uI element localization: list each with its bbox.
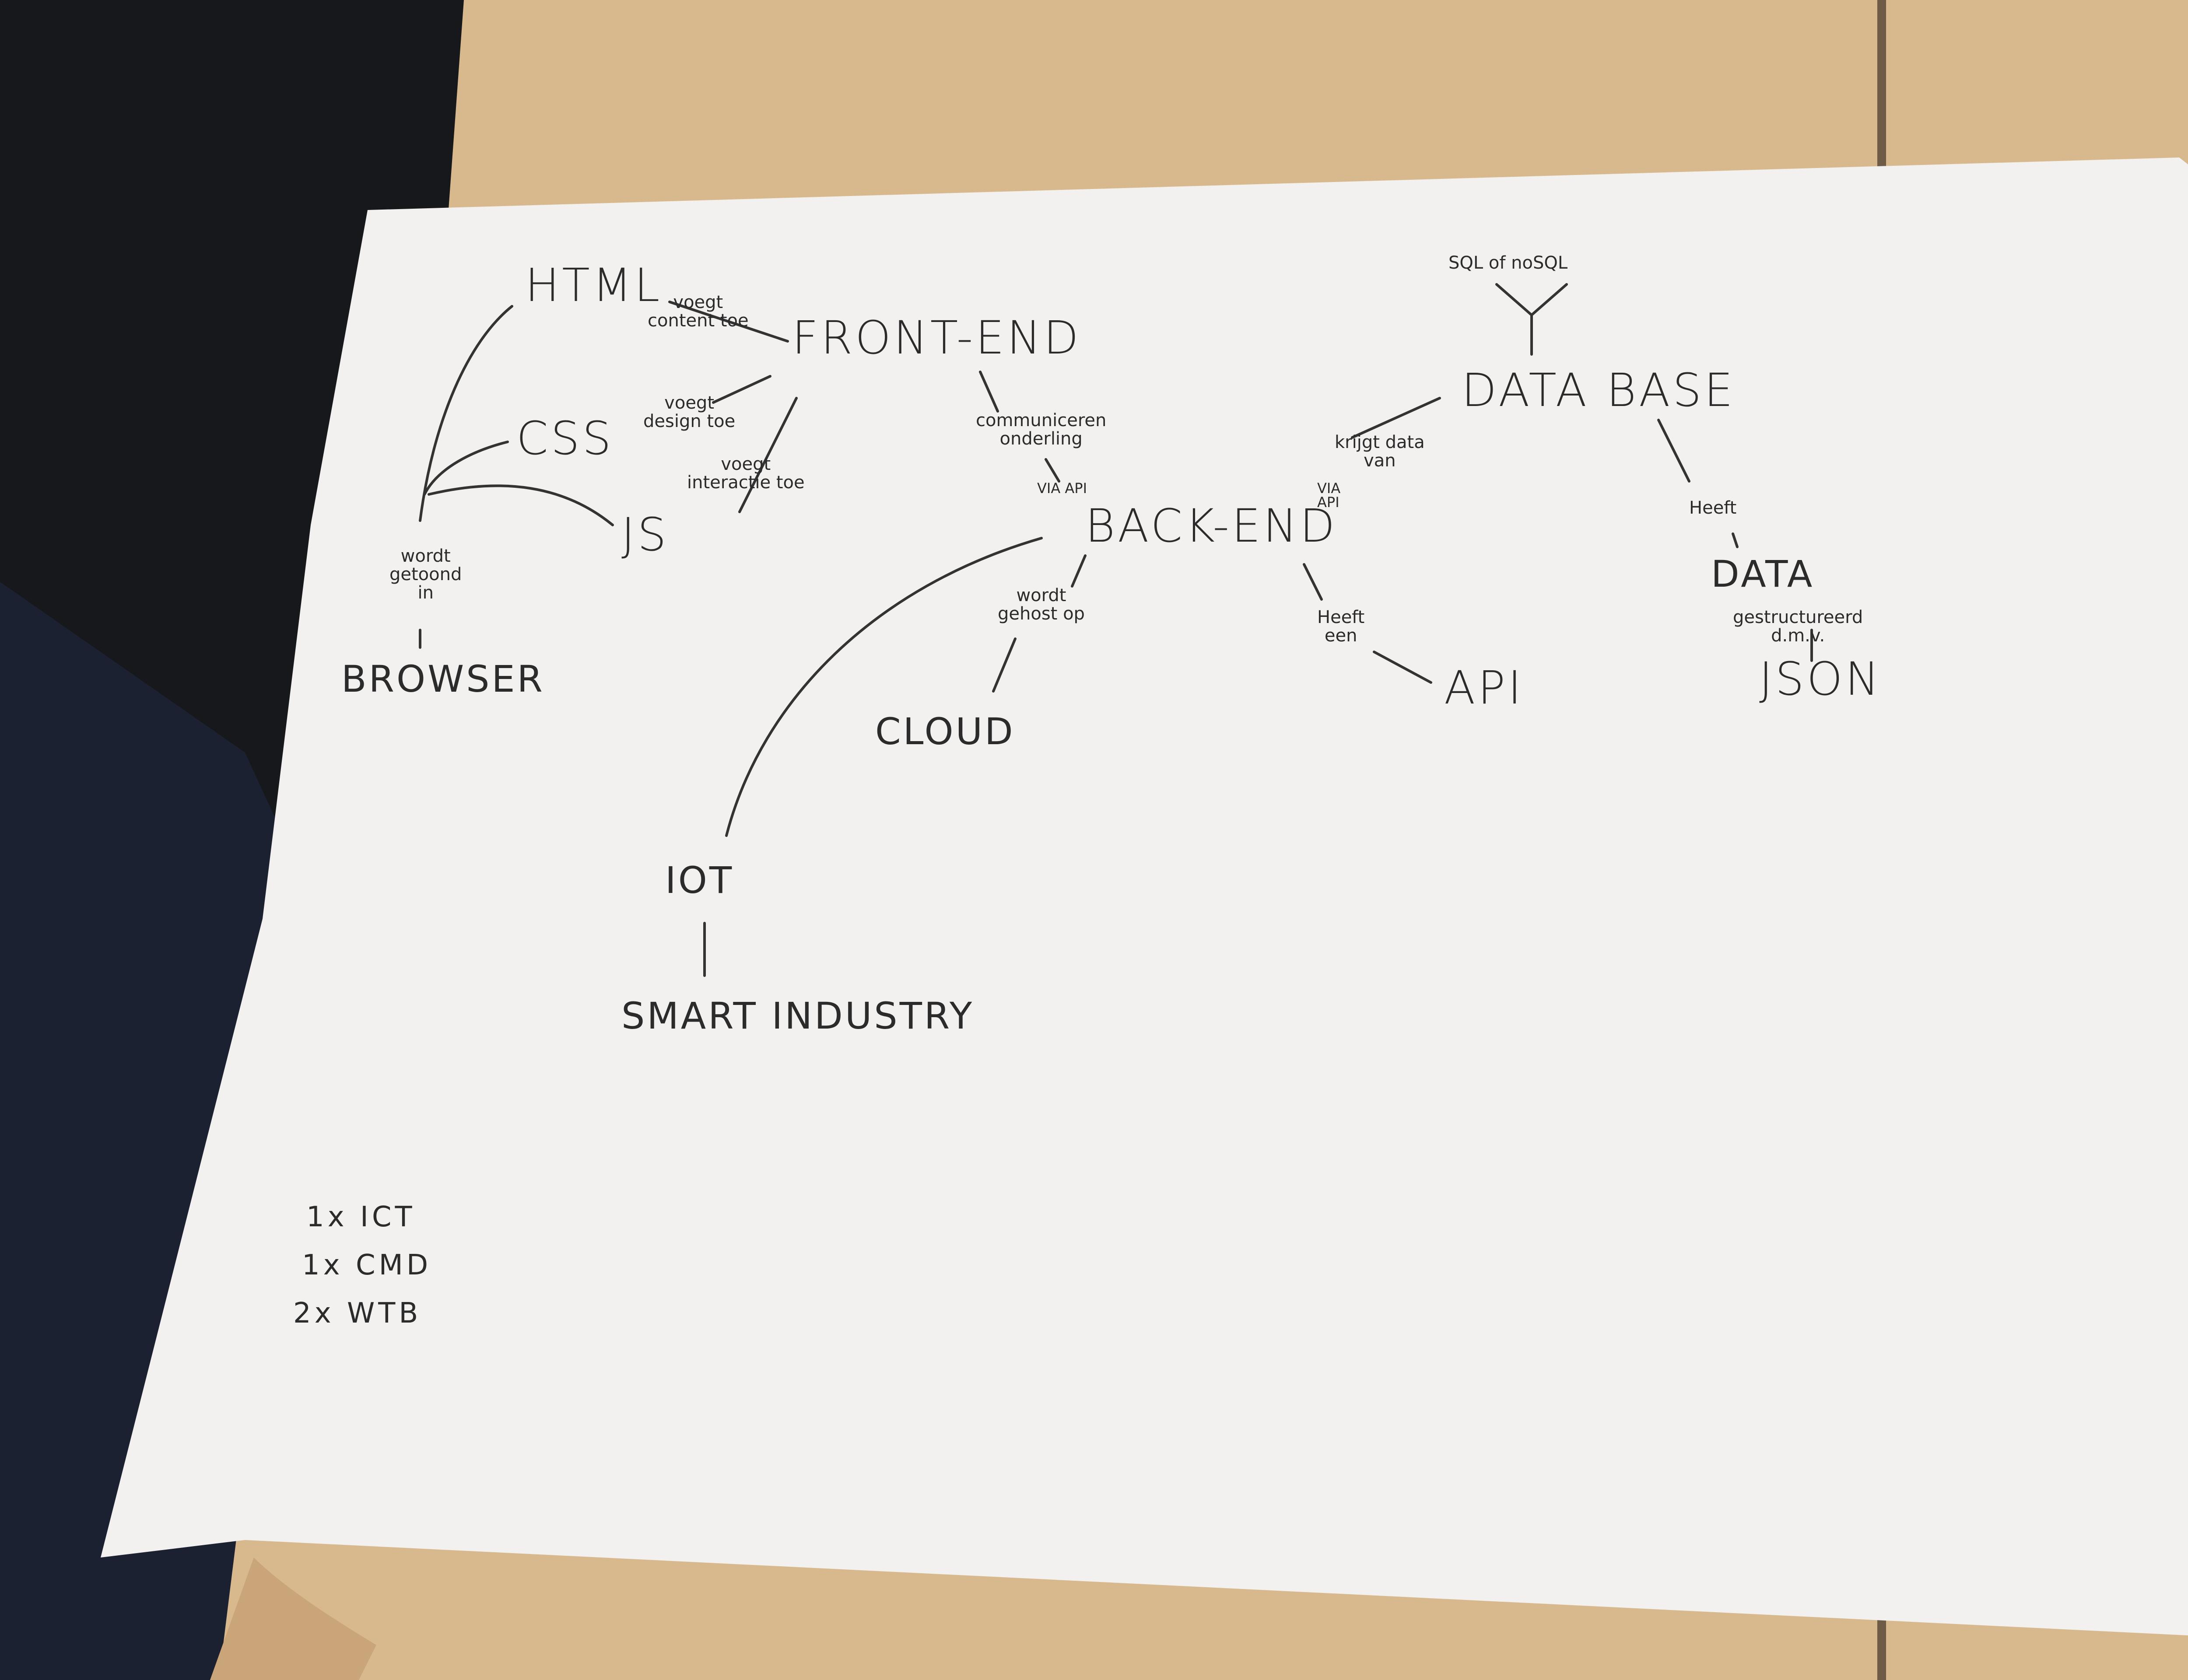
- edge-label-line: gehost op: [998, 604, 1085, 624]
- node-smart-industry: SMART INDUSTRY: [621, 994, 975, 1037]
- legend-row: 2x WTB: [293, 1299, 421, 1327]
- edge-label-browser: wordt getoond in: [389, 547, 462, 602]
- legend-label: CMD: [355, 1249, 432, 1281]
- edge-label-line: API: [1317, 494, 1339, 511]
- line-backend-api-1: [1303, 563, 1323, 601]
- node-css: CSS: [516, 412, 614, 465]
- edge-label-line: voegt: [721, 454, 771, 474]
- node-database: DATA BASE: [1462, 364, 1736, 417]
- line-backend-api-2: [1373, 651, 1432, 684]
- paper-sheet: [101, 158, 2188, 1636]
- line-css-frontend: [712, 375, 771, 404]
- node-api: API: [1444, 661, 1524, 714]
- legend-row: 1x ICT: [306, 1203, 416, 1231]
- line-backend-database: [1351, 397, 1441, 439]
- edge-label-back-db: krijgt data van: [1335, 433, 1425, 470]
- edge-label-line: van: [1364, 451, 1396, 471]
- legend-count: 1x: [306, 1201, 348, 1233]
- legend-count: 2x: [293, 1297, 335, 1330]
- edge-label-js-frontend: voegt interactie toe: [687, 455, 805, 492]
- line-backend-cloud-2: [992, 637, 1017, 693]
- line-backend-cloud-1: [1071, 554, 1087, 588]
- line-backend-iot: [725, 537, 1043, 837]
- legend-count: 1x: [302, 1249, 344, 1281]
- edge-label-line: gestructureerd: [1733, 607, 1863, 627]
- line-js-frontend: [738, 397, 798, 513]
- connector-lines: [419, 283, 1813, 977]
- edge-label-via-api-2: VIA API: [1317, 481, 1340, 509]
- edge-label-line: d.m.v.: [1771, 626, 1825, 646]
- node-sql: SQL of noSQL: [1448, 253, 1568, 273]
- line-data-arrow: [1732, 532, 1739, 548]
- hand: [210, 1558, 376, 1680]
- legend-label: WTB: [347, 1297, 422, 1330]
- node-iot: IOT: [665, 859, 734, 902]
- edge-label-css-frontend: voegt design toe: [643, 394, 735, 430]
- line-comm-backend: [1045, 458, 1060, 483]
- node-js: JS: [621, 508, 669, 561]
- edge-label-db-data: Heeft: [1689, 498, 1737, 518]
- edge-label-html-frontend: voegt content toe: [648, 293, 749, 330]
- edge-label-line: getoond: [389, 564, 462, 584]
- line-sql-database: [1495, 283, 1568, 356]
- edge-label-line: Heeft: [1317, 607, 1365, 627]
- edge-label-via-api-1: VIA API: [1037, 480, 1087, 497]
- line-html-browser: [419, 305, 513, 522]
- node-backend: BACK-END: [1085, 499, 1338, 553]
- edge-label-data-json: gestructureerd d.m.v.: [1733, 608, 1863, 645]
- line-database-data: [1657, 419, 1690, 483]
- edge-label-line: onderling: [999, 429, 1083, 449]
- edge-label-line: krijgt data: [1335, 432, 1425, 452]
- edge-label-line: voegt: [673, 292, 723, 312]
- legend-label: ICT: [360, 1201, 416, 1233]
- node-json: JSON: [1759, 652, 1882, 706]
- node-cloud: CLOUD: [875, 710, 1015, 753]
- edge-label-line: design toe: [643, 411, 736, 431]
- node-frontend: FRONT-END: [792, 311, 1081, 364]
- legend-row: 1x CMD: [302, 1251, 431, 1279]
- line-js-browser: [428, 484, 614, 526]
- node-data: DATA: [1711, 553, 1815, 595]
- edge-label-line: content toe: [648, 311, 749, 331]
- edge-label-line: interactie toe: [687, 472, 805, 493]
- node-browser: BROWSER: [341, 658, 545, 700]
- edge-label-line: communiceren: [976, 410, 1107, 430]
- edge-label-line: voegt: [664, 393, 714, 413]
- line-comm-frontend: [979, 371, 999, 413]
- edge-label-line: een: [1324, 626, 1357, 646]
- line-html-frontend: [668, 301, 789, 343]
- edge-label-back-api: Heeft een: [1317, 608, 1364, 645]
- edge-label-line: VIA: [1317, 480, 1341, 497]
- edge-label-back-cloud: wordt gehost op: [998, 586, 1085, 623]
- edge-label-line: wordt: [400, 546, 451, 566]
- edge-label-line: in: [417, 583, 434, 603]
- edge-label-line: wordt: [1016, 585, 1066, 606]
- line-css-browser: [423, 441, 509, 496]
- node-html: HTML: [525, 259, 663, 312]
- edge-label-front-back: communiceren onderling: [976, 411, 1106, 448]
